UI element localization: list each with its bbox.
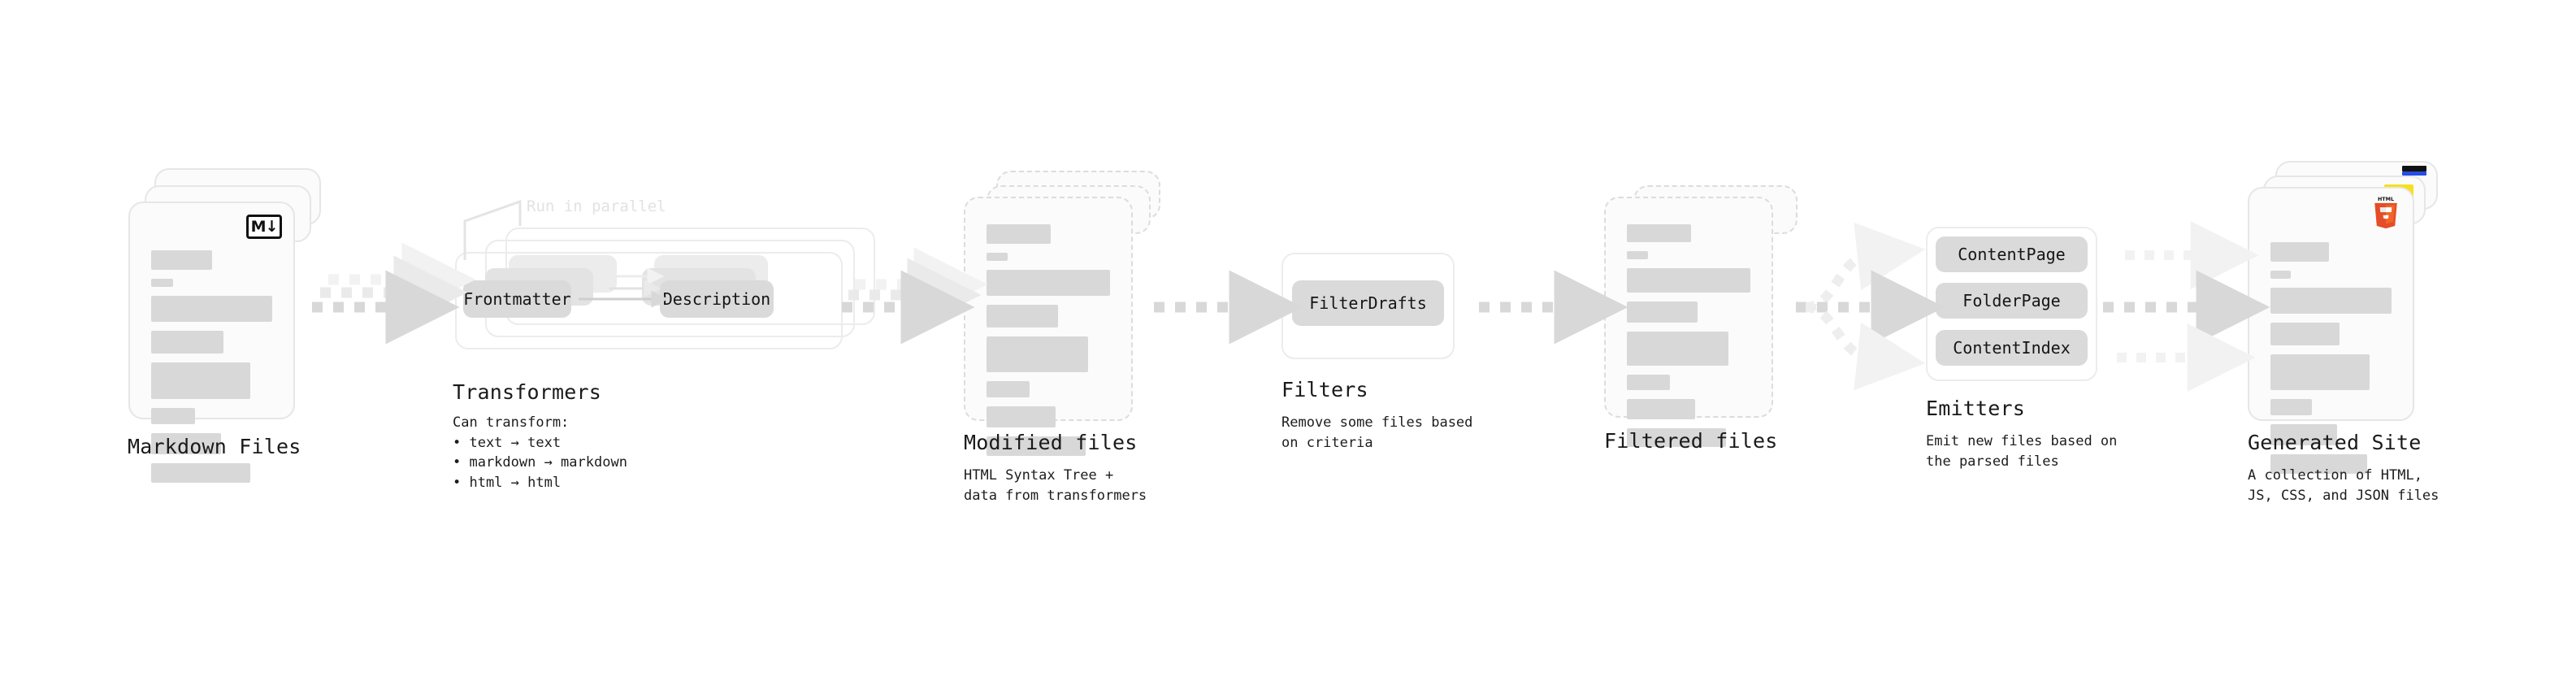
filters-title: Filters bbox=[1281, 378, 1368, 401]
chip-folderpage[interactable]: FolderPage bbox=[1936, 283, 2088, 319]
modified-card-front bbox=[964, 197, 1133, 456]
bar bbox=[2270, 399, 2312, 415]
bar bbox=[151, 296, 272, 322]
bar bbox=[987, 270, 1110, 296]
css3-badge bbox=[2402, 171, 2426, 176]
chip-description[interactable]: Description bbox=[660, 280, 774, 318]
bar bbox=[1627, 224, 1692, 242]
bar bbox=[2270, 424, 2337, 445]
chip-filterdrafts[interactable]: FilterDrafts bbox=[1292, 280, 1444, 326]
bar bbox=[151, 279, 173, 287]
bar bbox=[151, 331, 224, 354]
bar bbox=[2270, 271, 2292, 279]
bar bbox=[987, 381, 1030, 397]
filtered-files-title: Filtered files bbox=[1604, 429, 1778, 453]
bar bbox=[1627, 251, 1648, 259]
arrow-emitters-to-site bbox=[2103, 221, 2270, 392]
site-placeholder-bars bbox=[2270, 242, 2392, 483]
bar bbox=[151, 250, 212, 270]
bar bbox=[151, 433, 222, 454]
modified-files-title: Modified files bbox=[964, 431, 1138, 454]
bar bbox=[987, 305, 1059, 327]
site-card-front: HTML bbox=[2248, 187, 2414, 474]
bar bbox=[987, 336, 1088, 372]
markdown-files-title: Markdown Files bbox=[128, 435, 301, 458]
markdown-badge: M↓ bbox=[246, 215, 282, 239]
filtered-card-front bbox=[1604, 197, 1773, 447]
bar bbox=[1627, 375, 1671, 390]
run-in-parallel-annotation: Run in parallel bbox=[527, 197, 666, 215]
bar bbox=[2270, 454, 2368, 474]
generated-site-subtitle: A collection of HTML, JS, CSS, and JSON … bbox=[2248, 467, 2439, 504]
bar bbox=[1627, 301, 1698, 323]
svg-text:HTML: HTML bbox=[2378, 197, 2394, 202]
bar bbox=[151, 408, 195, 424]
bar bbox=[1627, 399, 1695, 419]
transformers-subtitle: Can transform: • text → text • markdown … bbox=[453, 414, 627, 491]
arrow-filtered-to-emitters bbox=[1796, 222, 1945, 391]
transformers-title: Transformers bbox=[453, 380, 602, 404]
bar bbox=[2270, 323, 2340, 345]
filters-subtitle: Remove some files based on criteria bbox=[1281, 414, 1473, 451]
modified-files-subtitle: HTML Syntax Tree + data from transformer… bbox=[964, 467, 1147, 504]
bar bbox=[2270, 354, 2370, 390]
bar bbox=[1627, 428, 1726, 447]
emitters-subtitle: Emit new files based on the parsed files bbox=[1926, 433, 2118, 470]
markdown-placeholder-bars bbox=[151, 250, 272, 492]
bar bbox=[987, 436, 1086, 456]
bar bbox=[2270, 242, 2329, 262]
modified-placeholder-bars bbox=[987, 224, 1110, 465]
arrow-markdown-to-transformers bbox=[312, 242, 476, 345]
chip-frontmatter[interactable]: Frontmatter bbox=[463, 280, 571, 318]
chip-contentpage[interactable]: ContentPage bbox=[1936, 236, 2088, 272]
bar bbox=[2270, 288, 2392, 314]
bar bbox=[987, 406, 1056, 427]
bar bbox=[151, 362, 251, 399]
chip-contentindex[interactable]: ContentIndex bbox=[1936, 330, 2088, 366]
markdown-card-front: M↓ bbox=[128, 202, 295, 483]
html5-icon: HTML bbox=[2374, 197, 2397, 229]
bar bbox=[987, 253, 1008, 261]
css3-badge-glyph bbox=[2402, 166, 2426, 171]
bar bbox=[1627, 268, 1750, 293]
emitters-title: Emitters bbox=[1926, 397, 2026, 420]
bar bbox=[987, 224, 1052, 244]
bar bbox=[1627, 332, 1728, 366]
filtered-placeholder-bars bbox=[1627, 224, 1750, 456]
generated-site-title: Generated Site bbox=[2248, 431, 2422, 454]
bar bbox=[151, 463, 251, 483]
